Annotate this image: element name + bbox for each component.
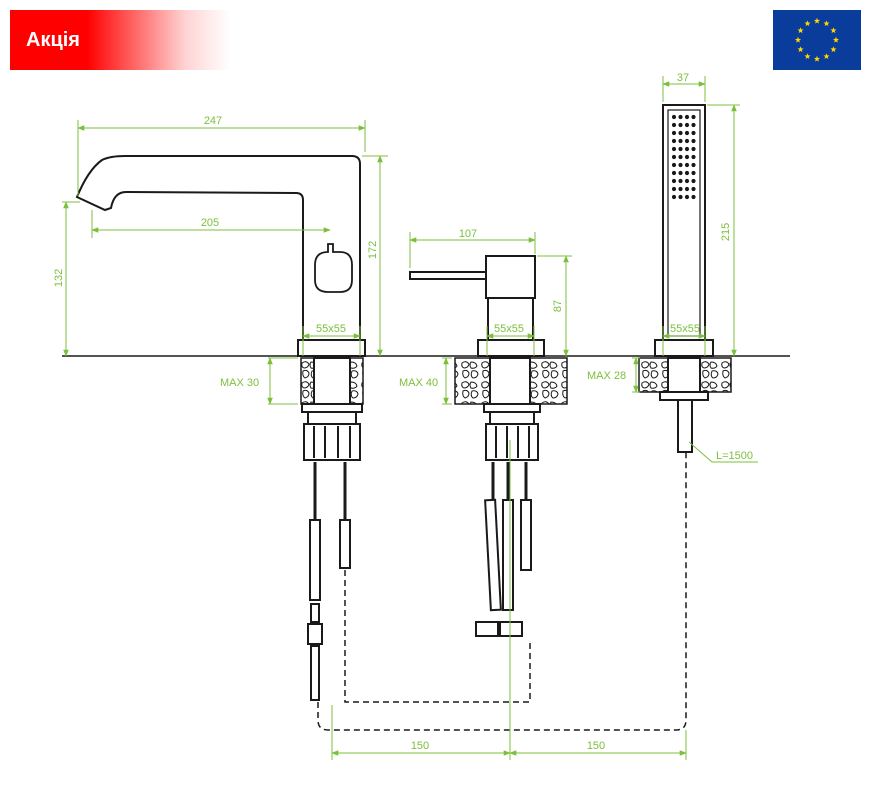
spout	[75, 155, 366, 701]
flag-star-icon	[823, 20, 830, 27]
shower-nozzle	[671, 170, 677, 176]
shower-nozzle	[671, 114, 677, 120]
shower-nozzle	[691, 194, 696, 200]
shower-nozzle	[691, 186, 696, 192]
shower-nozzle	[678, 138, 683, 144]
dim-hose-length: L=1500	[716, 450, 753, 462]
dim-spout-reach: 205	[201, 217, 219, 229]
dim-spacing-left: 150	[411, 740, 429, 752]
shower-nozzle	[691, 162, 696, 168]
shower-nozzle	[678, 194, 683, 200]
shower-nozzle	[678, 170, 683, 176]
promo-badge: Акція	[10, 10, 230, 70]
dim-mixer-width: 107	[459, 228, 477, 240]
shower-nozzle	[691, 178, 696, 184]
dim-spout-height: 172	[367, 241, 379, 259]
shower-nozzle	[684, 154, 690, 160]
flag-star-icon	[830, 27, 837, 34]
shower-nozzle	[671, 178, 677, 184]
shower-nozzle	[691, 154, 696, 160]
shower-nozzle	[671, 186, 677, 192]
flag-star-icon	[832, 36, 840, 43]
dim-max-mixer: MAX 40	[399, 377, 438, 389]
flag-star-icon	[823, 53, 830, 60]
flag-star-icon	[804, 53, 811, 60]
shower-nozzle	[684, 122, 690, 128]
shower-nozzle	[684, 130, 690, 136]
shower-nozzle	[678, 178, 683, 184]
shower-nozzle	[671, 138, 677, 144]
shower-nozzle	[678, 146, 683, 152]
shower-nozzle	[684, 194, 690, 200]
flag-star-icon	[797, 46, 804, 53]
shower-nozzle	[684, 114, 690, 120]
promo-badge-label: Акція	[26, 29, 80, 51]
shower-nozzle	[684, 186, 690, 192]
eu-flag-icon	[773, 10, 861, 70]
shower-nozzle	[691, 130, 696, 136]
shower-nozzle	[684, 146, 690, 152]
dim-spacing-right: 150	[587, 740, 605, 752]
flag-star-icon	[797, 27, 804, 34]
dim-shower-width: 37	[677, 72, 689, 84]
shower-nozzle	[691, 138, 696, 144]
dim-spout-outlet-height: 132	[53, 269, 65, 287]
dim-max-spout: MAX 30	[220, 377, 259, 389]
shower-nozzle	[678, 154, 683, 160]
mixer	[409, 255, 568, 637]
shower-nozzle	[678, 130, 683, 136]
shower-nozzle	[678, 122, 683, 128]
shower-nozzle	[691, 114, 696, 120]
shower-nozzle	[684, 170, 690, 176]
dim-spout-base: 55x55	[316, 323, 346, 335]
dim-mixer-height: 87	[552, 300, 564, 312]
dim-shower-base: 55x55	[670, 323, 700, 335]
dim-max-shower: MAX 28	[587, 370, 626, 382]
shower-nozzle	[684, 178, 690, 184]
shower-nozzle	[684, 162, 690, 168]
flag-star-icon	[813, 55, 821, 62]
shower-nozzle	[691, 170, 696, 176]
shower-nozzle	[671, 130, 677, 136]
shower-nozzle	[691, 122, 696, 128]
shower-nozzle	[678, 114, 683, 120]
dimension-lines	[62, 76, 758, 760]
shower-nozzle	[691, 146, 696, 152]
shower-nozzle	[678, 162, 683, 168]
flag-star-icon	[813, 17, 821, 24]
shower-nozzle	[671, 162, 677, 168]
hand-shower	[638, 104, 732, 453]
flag-star-icon	[794, 36, 802, 43]
shower-nozzle	[671, 194, 677, 200]
flag-star-icon	[804, 20, 811, 27]
dim-spout-length: 247	[204, 115, 222, 127]
shower-nozzle	[671, 122, 677, 128]
shower-nozzle	[671, 146, 677, 152]
flag-star-icon	[830, 46, 837, 53]
hose-routing	[317, 452, 687, 731]
dim-shower-height: 215	[720, 223, 732, 241]
shower-nozzle	[671, 154, 677, 160]
shower-nozzle	[684, 138, 690, 144]
dim-mixer-base: 55x55	[494, 323, 524, 335]
shower-nozzle	[678, 186, 683, 192]
